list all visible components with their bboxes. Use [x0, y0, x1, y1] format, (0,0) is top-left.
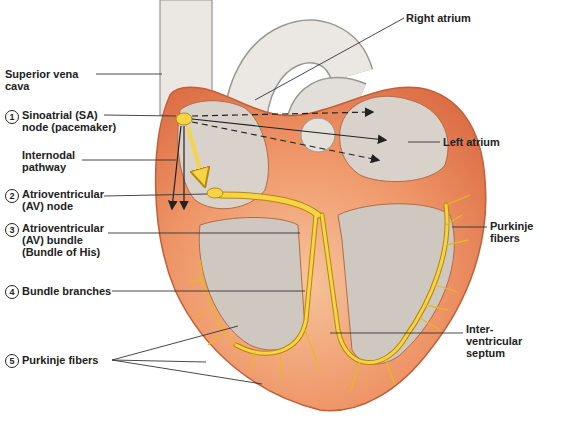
sa-node	[176, 113, 192, 125]
av-node	[207, 188, 223, 198]
conduction-outline	[220, 195, 447, 363]
structure-label: Left atrium	[443, 136, 500, 148]
callout-number: 2	[5, 189, 19, 203]
part-label: Purkinje fibers	[22, 354, 98, 366]
part-label: Atrioventricular (AV) node	[22, 188, 117, 212]
structure-label: Superior vena cava	[5, 68, 95, 92]
structure-label: Right atrium	[406, 12, 471, 24]
part-label: Purkinje fibers	[490, 220, 550, 244]
callout-number: 4	[5, 285, 19, 299]
part-label: Internodal pathway	[22, 149, 84, 173]
purkinje-branches	[190, 195, 470, 392]
part-label: Atrioventricular (AV) bundle (Bundle of …	[22, 222, 117, 258]
right-ventricle-cavity	[199, 218, 305, 351]
impulse-arrows	[172, 112, 385, 208]
part-label: Sinoatrial (SA) node (pacemaker)	[22, 109, 122, 133]
left-atrium-cavity	[340, 96, 448, 181]
leader-lines	[82, 18, 487, 384]
conduction-pathway	[220, 195, 447, 363]
valve	[301, 118, 335, 152]
part-label: Bundle branches	[22, 285, 111, 297]
callout-number: 1	[5, 110, 19, 124]
structure-label: Inter- ventricular septum	[466, 323, 538, 359]
internodal-arrow	[188, 127, 203, 180]
callout-number: 5	[5, 354, 19, 368]
callout-number: 3	[5, 223, 19, 237]
